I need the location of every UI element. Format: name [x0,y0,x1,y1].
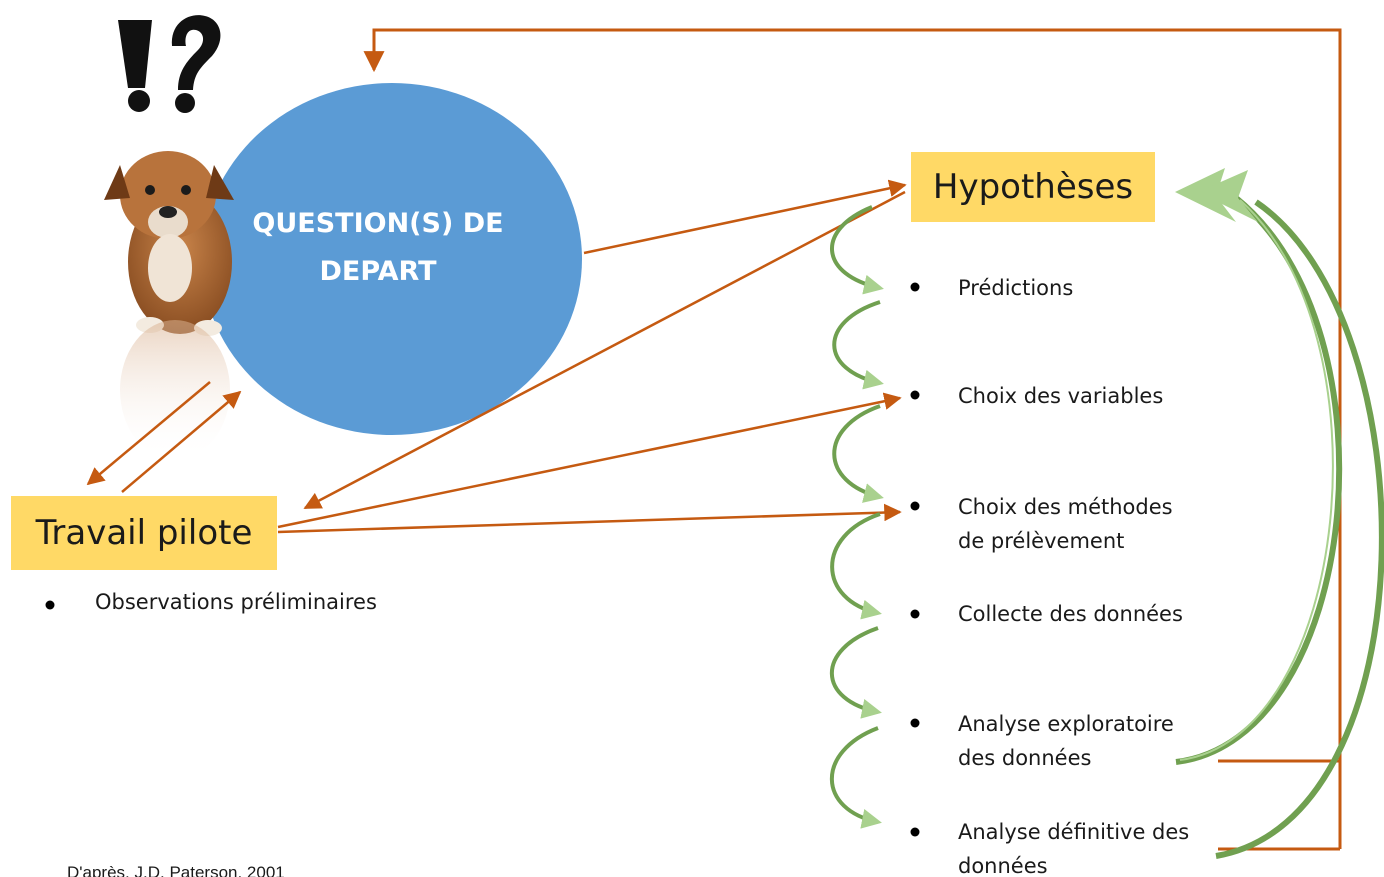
pilot-work-box: Travail pilote [11,496,277,570]
step-6-line-1: Analyse définitive des [958,820,1190,844]
curved-arrow-step-2 [832,300,884,390]
source-credit: D'après, J.D. Paterson, 2001 [67,863,285,877]
curved-arrow-step-1 [830,205,884,295]
step-sampling-methods: Choix des méthodes de prélèvement [958,490,1173,558]
step-4-line-1: Collecte des données [958,602,1183,626]
arrow-pilot-to-variables [277,392,902,529]
step-6-line-2: données [958,854,1048,877]
step-curved-arrows [829,205,884,829]
question-line-1: QUESTION(S) DE [252,208,504,239]
pilot-item-observations: Observations préliminaires [95,590,377,614]
step-bullet-6 [910,827,920,837]
question-circle [202,83,582,435]
curved-arrow-step-4 [830,512,882,620]
curved-arrow-step-5 [829,626,882,719]
step-predictions: Prédictions [958,271,1073,305]
return-arrow-inner-highlight [1179,199,1334,761]
arrow-question-to-pilot [86,381,211,486]
step-bullet-1 [910,282,920,292]
step-bullet-3 [910,501,920,511]
step-2-line-1: Choix des variables [958,384,1164,408]
step-bullet-4 [910,609,920,619]
curved-arrow-step-6 [829,726,882,829]
hypotheses-box: Hypothèses [911,152,1155,222]
return-arrowhead-2 [1198,170,1258,222]
step-5-line-1: Analyse exploratoire [958,712,1174,736]
step-variables: Choix des variables [958,379,1163,413]
pilot-work-label: Travail pilote [35,513,253,553]
step-5-line-2: des données [958,746,1092,770]
return-arrow-from-exploratory [1175,195,1343,765]
curved-arrow-step-3 [832,404,884,503]
step-1-line-1: Prédictions [958,276,1074,300]
step-3-line-1: Choix des méthodes [958,495,1173,519]
question-line-2: DEPART [319,256,437,287]
hypotheses-label: Hypothèses [932,167,1134,207]
step-exploratory-analysis: Analyse exploratoire des données [958,707,1174,775]
arrow-pilot-to-methods [277,503,902,534]
arrow-question-to-hypotheses [583,179,907,255]
return-arrow-from-definitive [1215,199,1384,859]
exclamation-question-icon [118,15,221,113]
step-bullet-2 [910,390,920,400]
pilot-bullet-1 [45,600,55,610]
arrow-pilot-to-question [121,390,242,493]
feedback-loop-line [363,28,1342,763]
arrow-hypotheses-to-pilot [303,190,906,510]
step-bullet-5 [910,718,920,728]
step-3-line-2: de prélèvement [958,529,1125,553]
step-definitive-analysis: Analyse définitive des données [958,815,1189,877]
step-data-collection: Collecte des données [958,597,1183,631]
question-circle-label: QUESTION(S) DE DEPART [238,200,518,296]
